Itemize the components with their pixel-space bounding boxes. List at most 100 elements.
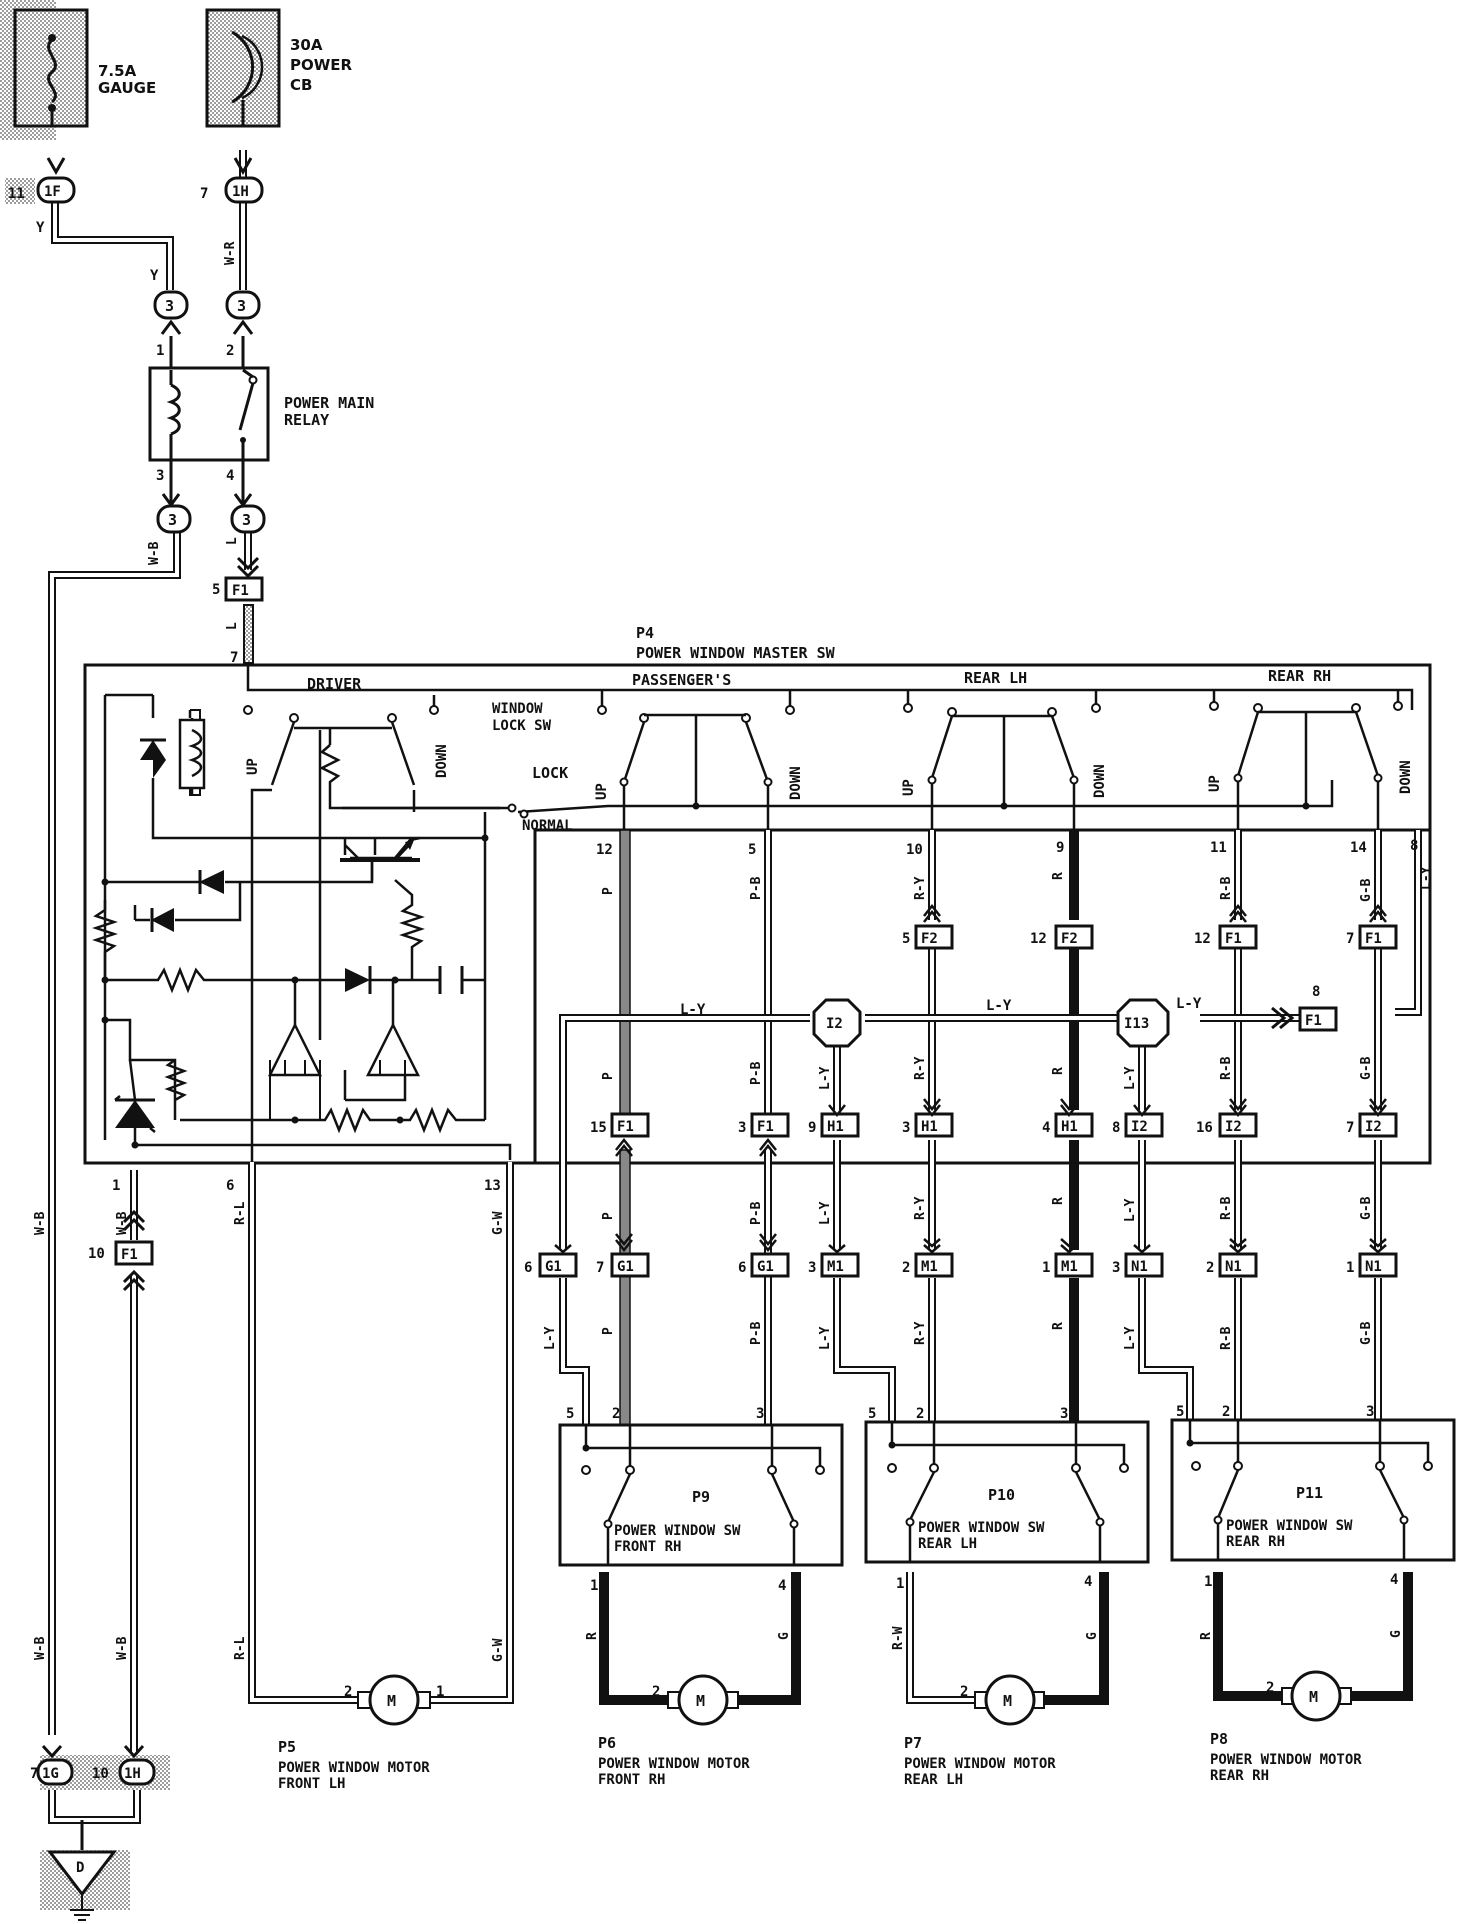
svg-text:R-Y: R-Y: [913, 1321, 928, 1345]
svg-text:9: 9: [808, 1120, 816, 1136]
svg-text:10: 10: [88, 1246, 105, 1262]
svg-text:POWER WINDOW SW: POWER WINDOW SW: [918, 1520, 1045, 1536]
wire-label-w-r: W-R: [223, 241, 238, 265]
svg-text:G-B: G-B: [1359, 1056, 1374, 1080]
svg-text:NORMAL: NORMAL: [522, 818, 573, 834]
svg-text:F1: F1: [1305, 1013, 1322, 1029]
svg-text:G-B: G-B: [1359, 878, 1374, 902]
svg-text:11: 11: [8, 186, 25, 202]
svg-text:UP: UP: [245, 758, 261, 775]
connector-1f: 11 1F: [5, 176, 76, 204]
svg-text:POWER WINDOW SW: POWER WINDOW SW: [1226, 1518, 1353, 1534]
svg-text:4: 4: [1390, 1572, 1398, 1588]
master-switch-name: POWER WINDOW MASTER SW: [636, 644, 836, 662]
svg-text:LOCK SW: LOCK SW: [492, 718, 552, 734]
svg-text:POWER WINDOW MOTOR: POWER WINDOW MOTOR: [1210, 1752, 1362, 1768]
svg-text:1G: 1G: [42, 1766, 59, 1782]
svg-text:M: M: [387, 1692, 396, 1710]
svg-text:P5: P5: [278, 1738, 296, 1756]
svg-text:L: L: [225, 537, 240, 545]
svg-text:R-B: R-B: [1219, 1196, 1234, 1220]
svg-text:R-W: R-W: [891, 1626, 906, 1650]
svg-text:DOWN: DOWN: [434, 744, 450, 778]
svg-text:F1: F1: [757, 1119, 774, 1135]
svg-text:LOCK: LOCK: [532, 764, 568, 782]
svg-text:POWER WINDOW MOTOR: POWER WINDOW MOTOR: [904, 1756, 1056, 1772]
svg-text:R-Y: R-Y: [913, 1056, 928, 1080]
power-main-relay: POWER MAIN RELAY: [148, 366, 374, 462]
fuse-gauge-rating: 7.5A: [98, 62, 137, 80]
svg-text:L-Y: L-Y: [1123, 1066, 1138, 1090]
wire-label-y2: Y: [150, 268, 159, 284]
svg-text:1: 1: [1204, 1574, 1212, 1590]
svg-text:DOWN: DOWN: [1092, 764, 1108, 798]
svg-text:2: 2: [1222, 1404, 1230, 1420]
svg-text:6: 6: [524, 1260, 532, 1276]
fuse-power-name: POWER: [290, 56, 353, 74]
connector-3-c: 3: [156, 504, 192, 534]
svg-text:M1: M1: [1061, 1259, 1078, 1275]
master-switch-id: P4: [636, 624, 654, 642]
svg-text:7: 7: [30, 1766, 38, 1782]
switch-passenger: UP DOWN: [594, 690, 804, 830]
svg-text:P-B: P-B: [749, 1201, 764, 1225]
connector-1h-top: 7 1H: [200, 176, 264, 204]
column-wires: [248, 829, 1422, 1705]
svg-text:L-Y: L-Y: [818, 1201, 833, 1225]
switch-rear-rh: UP DOWN: [1207, 690, 1414, 830]
svg-text:P7: P7: [904, 1734, 922, 1752]
svg-text:W-B: W-B: [115, 1211, 130, 1235]
motor-p7: 2 M P7 POWER WINDOW MOTOR REAR LH: [904, 1674, 1056, 1788]
fuse-gauge: 7.5A GAUGE: [0, 0, 156, 140]
svg-text:P: P: [601, 1072, 616, 1080]
fuse-power-cb: 30A POWER CB: [205, 8, 353, 128]
svg-text:R: R: [1199, 1632, 1214, 1640]
svg-text:F1: F1: [1365, 931, 1382, 947]
svg-text:N1: N1: [1131, 1259, 1148, 1275]
svg-text:7: 7: [230, 650, 238, 666]
svg-text:3: 3: [808, 1260, 816, 1276]
svg-text:G-B: G-B: [1359, 1196, 1374, 1220]
svg-text:2: 2: [960, 1684, 968, 1700]
wire-labels: P P-B R-Y R R-B G-B L-Y L-Y L-Y L-Y P P-…: [33, 866, 1434, 1662]
svg-text:M1: M1: [921, 1259, 938, 1275]
svg-text:1: 1: [896, 1576, 904, 1592]
svg-text:H1: H1: [1061, 1119, 1078, 1135]
svg-text:14: 14: [1350, 840, 1367, 856]
svg-text:G: G: [1085, 1632, 1100, 1640]
svg-text:F1: F1: [232, 583, 249, 599]
svg-text:N1: N1: [1225, 1259, 1242, 1275]
svg-text:G-W: G-W: [491, 1211, 506, 1235]
svg-text:P8: P8: [1210, 1730, 1228, 1748]
svg-text:13: 13: [484, 1178, 501, 1194]
svg-text:8: 8: [1410, 838, 1418, 854]
motor-p5: 2 1 M P5 POWER WINDOW MOTOR FRONT LH: [278, 1674, 444, 1792]
svg-text:8: 8: [1312, 984, 1320, 1000]
svg-text:H1: H1: [921, 1119, 938, 1135]
svg-text:2: 2: [226, 343, 234, 359]
svg-text:P-B: P-B: [749, 1321, 764, 1345]
fuse-power-type: CB: [290, 76, 312, 94]
svg-text:WINDOW: WINDOW: [492, 701, 543, 717]
wire-label-y1: Y: [36, 220, 45, 236]
svg-text:12: 12: [1030, 931, 1047, 947]
svg-text:1H: 1H: [232, 184, 249, 200]
svg-text:L-Y: L-Y: [1419, 866, 1434, 890]
svg-text:3: 3: [156, 468, 164, 484]
svg-text:P11: P11: [1296, 1484, 1323, 1502]
connector-3-d: 3: [230, 504, 266, 534]
svg-text:REAR RH: REAR RH: [1226, 1534, 1285, 1550]
svg-text:F1: F1: [1225, 931, 1242, 947]
fuse-power-rating: 30A: [290, 36, 323, 54]
svg-text:F2: F2: [1061, 931, 1078, 947]
svg-text:7: 7: [1346, 931, 1354, 947]
svg-text:P-B: P-B: [749, 876, 764, 900]
svg-text:M1: M1: [827, 1259, 844, 1275]
svg-text:L-Y: L-Y: [986, 998, 1012, 1014]
svg-text:M: M: [696, 1692, 705, 1710]
svg-text:3: 3: [1112, 1260, 1120, 1276]
svg-text:3: 3: [242, 511, 251, 529]
svg-text:M: M: [1003, 1692, 1012, 1710]
svg-text:G: G: [1389, 1630, 1404, 1638]
svg-text:9: 9: [1056, 840, 1064, 856]
